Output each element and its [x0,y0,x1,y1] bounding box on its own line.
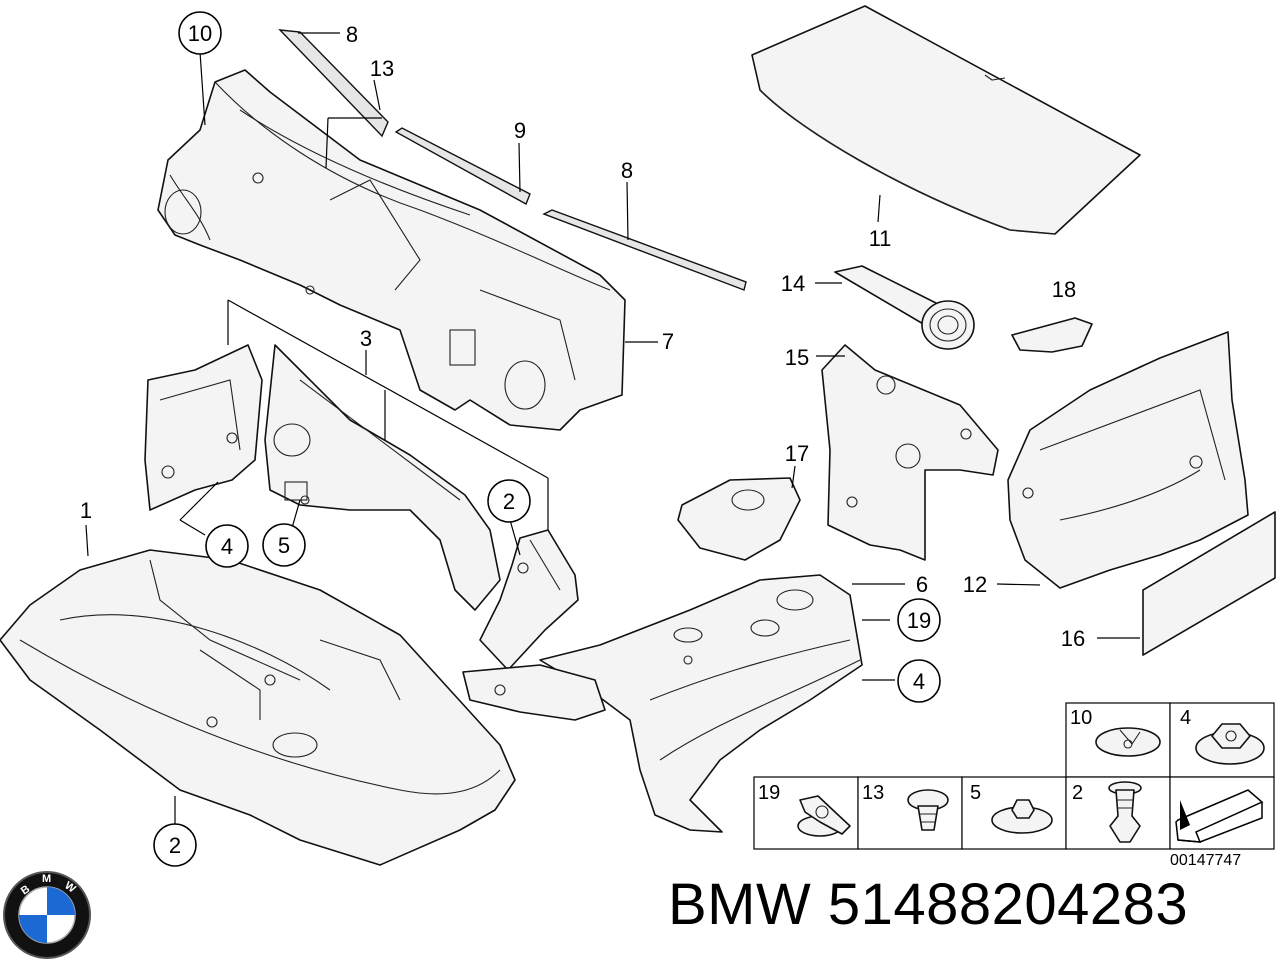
callout-14: 14 [781,271,805,296]
legend-label-4: 4 [1180,707,1191,729]
hex-nut-icon [1195,723,1265,765]
bmw-roundel-icon: B M W [3,871,91,959]
callout-13: 13 [370,56,394,81]
callout-19: 19 [897,598,941,642]
part-9-seal-strip-middle [394,127,531,205]
part-18-insulation-pad [1011,317,1093,353]
callout-7: 7 [662,329,674,354]
clip-washer-icon [1095,727,1161,757]
callout-4-left: 4 [205,524,249,568]
svg-text:19: 19 [907,608,931,633]
callout-9: 9 [514,118,526,143]
callout-10: 10 [178,11,222,55]
callout-8-top: 8 [346,22,358,47]
part-4-side-bracket [462,664,606,721]
svg-text:5: 5 [278,533,290,558]
callout-11: 11 [869,226,892,251]
svg-text:4: 4 [221,534,233,559]
direction-arrow-icon [1175,789,1264,843]
callout-12: 12 [963,572,987,597]
legend-label-10: 10 [1070,707,1092,729]
part-2-bracket [479,529,579,671]
part-14-tape-roll [834,265,975,350]
svg-text:M: M [42,873,51,885]
expanding-rivet-icon [1108,781,1142,843]
svg-text:2: 2 [503,489,515,514]
part-8-seal-strip-left [278,29,389,138]
callout-2-floor: 2 [153,823,197,867]
callout-16: 16 [1061,626,1085,651]
callout-1: 1 [80,498,92,523]
callout-4-right: 4 [897,659,941,703]
part-12-door-insulation [1007,331,1249,589]
part-3-wheelarch-left-upper [144,344,263,511]
part-1-floor-insulation [0,549,516,866]
part-17-insulation-cover [677,477,801,561]
svg-text:2: 2 [169,833,181,858]
legend-label-2: 2 [1072,782,1083,804]
part-11-trim-board [751,5,1141,235]
brand-title: BMW 51488204283 [668,872,1189,937]
legend-label-19: 19 [758,782,780,804]
callout-3: 3 [360,326,372,351]
part-8-seal-strip-right [542,209,747,291]
part-3-wheelarch-left-lower [264,344,501,611]
part-16-insulation-sheet [1142,511,1276,656]
callout-8-right: 8 [621,158,633,183]
legend-label-5: 5 [970,782,981,804]
push-rivet-icon [907,789,949,831]
part-10-bulkhead-insulation [157,69,626,431]
callout-15: 15 [785,345,809,370]
svg-text:10: 10 [188,21,212,46]
callout-5: 5 [262,523,306,567]
callout-18: 18 [1052,277,1076,302]
fastener-legend: 10 4 19 13 5 2 [753,702,1275,850]
diagram-id: 00147747 [1170,852,1242,869]
legend-label-13: 13 [862,782,884,804]
leader-lines [85,32,1140,828]
svg-text:4: 4 [913,669,925,694]
part-6-side-insulation [539,574,863,833]
callout-6: 6 [916,572,928,597]
cable-clip-icon [797,795,851,837]
callout-17: 17 [785,441,809,466]
callout-2-bracket: 2 [487,479,531,523]
flange-nut-icon [991,799,1053,834]
part-15-insulation-panel [821,344,999,561]
